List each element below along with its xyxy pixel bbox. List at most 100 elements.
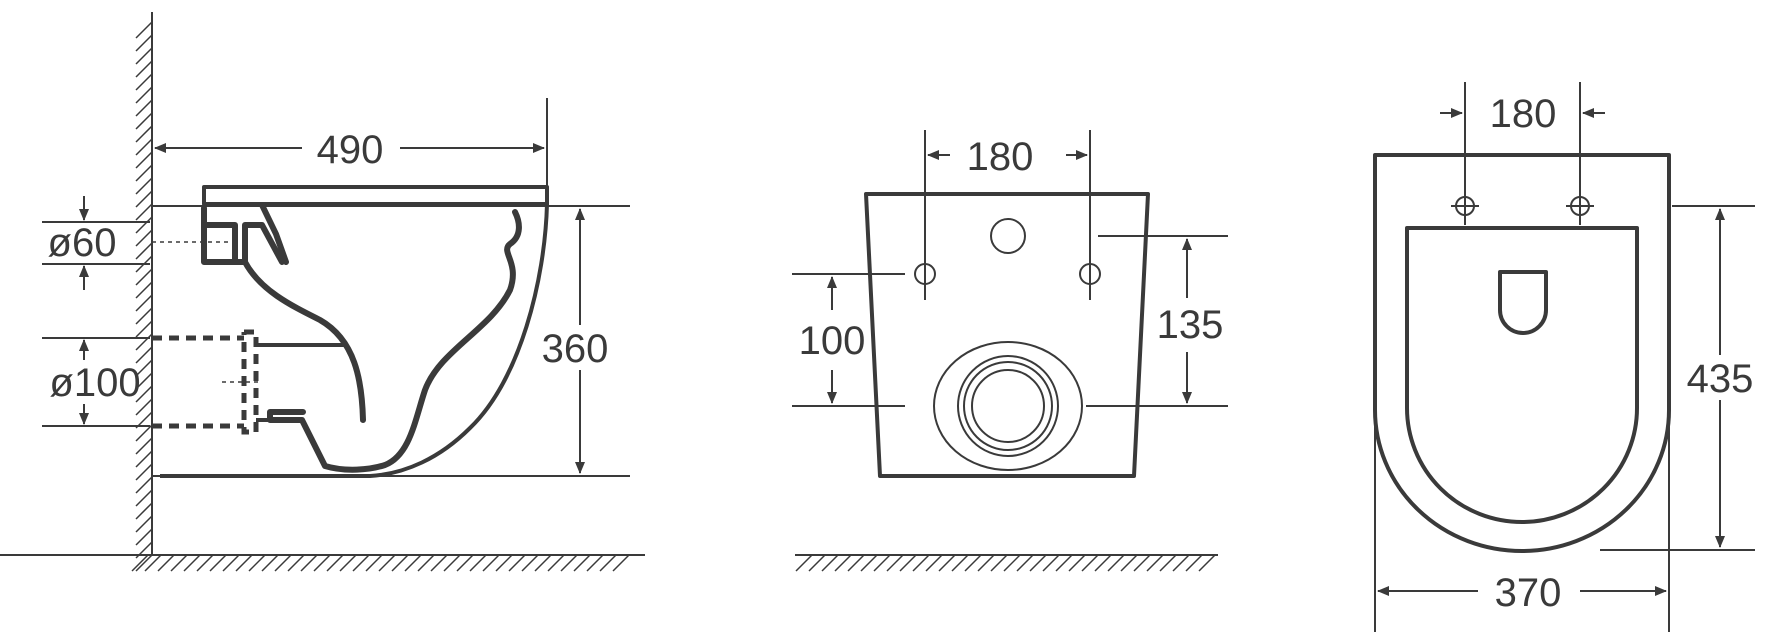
hatch-line	[300, 554, 318, 572]
drain-ring-inner	[963, 361, 1053, 451]
hatch-line	[417, 554, 435, 572]
inlet-height-label: 135	[1157, 303, 1224, 347]
bolt-spacing-back-label: 180	[967, 135, 1034, 179]
hatch-line	[135, 502, 153, 520]
hatch-line	[599, 554, 617, 572]
hatch-line	[352, 554, 370, 572]
hatch-line	[135, 489, 153, 507]
hatch-line	[834, 554, 852, 572]
hatch-line	[135, 424, 153, 442]
top-outer-outline	[1373, 153, 1671, 553]
hatch-line	[274, 554, 292, 572]
hatch-line	[135, 86, 153, 104]
hatch-line	[1081, 554, 1099, 572]
hatch-line	[1042, 554, 1060, 572]
hatch-line	[135, 164, 153, 182]
hatch-line	[860, 554, 878, 572]
hatch-line	[135, 320, 153, 338]
hatch-line	[135, 177, 153, 195]
dimension-width: 370	[1374, 412, 1670, 632]
dimension-bolt-spacing-top: 180	[1440, 82, 1605, 225]
hatch-line	[951, 554, 969, 572]
top-inner-seat	[1405, 226, 1639, 524]
drain-outlet-dashed	[152, 329, 259, 435]
inlet-diameter-label: ø60	[48, 221, 117, 265]
dimension-bolt-spacing-back: 180	[924, 130, 1091, 300]
hatch-line	[456, 554, 474, 572]
hatch-line	[847, 554, 865, 572]
hatch-line	[795, 554, 813, 572]
hatch-line	[612, 554, 630, 572]
height-label: 360	[542, 327, 609, 371]
hatch-line	[547, 554, 565, 572]
hatch-line	[135, 203, 153, 221]
hatch-line	[990, 554, 1008, 572]
hatch-line	[261, 554, 279, 572]
hatch-line	[135, 73, 153, 91]
hatch-line	[183, 554, 201, 572]
hatch-line	[135, 242, 153, 260]
hatch-line	[938, 554, 956, 572]
hatch-line	[135, 398, 153, 416]
hatch-line	[135, 307, 153, 325]
hatch-line	[495, 554, 513, 572]
hatch-line	[1146, 554, 1164, 572]
side-view: 490 360 ø60 ø100	[0, 12, 645, 572]
floor-hatching	[131, 554, 630, 572]
dimension-drain-diameter: ø100	[42, 337, 150, 427]
hatch-line	[521, 554, 539, 572]
hatch-line	[248, 554, 266, 572]
hatch-line	[808, 554, 826, 572]
hatch-line	[508, 554, 526, 572]
drain-diameter-label: ø100	[49, 361, 140, 405]
floor-back	[795, 554, 1218, 572]
hatch-line	[209, 554, 227, 572]
hatch-line	[925, 554, 943, 572]
hatch-line	[1120, 554, 1138, 572]
hatch-line	[135, 346, 153, 364]
length-label: 435	[1687, 357, 1754, 401]
width-label: 370	[1495, 571, 1562, 615]
hatch-line	[1068, 554, 1086, 572]
hatch-line	[391, 554, 409, 572]
hatch-line	[135, 359, 153, 377]
hatch-line	[135, 281, 153, 299]
hatch-line	[135, 385, 153, 403]
hatch-line	[135, 229, 153, 247]
hatch-line	[1133, 554, 1151, 572]
hatch-line	[144, 554, 162, 572]
hatch-line	[964, 554, 982, 572]
hatch-line	[1094, 554, 1112, 572]
bowl-outer-profile	[160, 203, 549, 478]
hatch-line	[899, 554, 917, 572]
hatch-line	[135, 372, 153, 390]
hatch-line	[886, 554, 904, 572]
hatch-line	[135, 99, 153, 117]
hatch-line	[339, 554, 357, 572]
hatch-line	[1016, 554, 1034, 572]
hatch-line	[135, 112, 153, 130]
hatch-line	[430, 554, 448, 572]
hatch-line	[404, 554, 422, 572]
flush-slot	[1498, 270, 1548, 335]
hatch-line	[235, 554, 253, 572]
hatch-line	[135, 528, 153, 546]
hatch-line	[1055, 554, 1073, 572]
hatch-line	[157, 554, 175, 572]
hatch-line	[873, 554, 891, 572]
hatch-line	[326, 554, 344, 572]
water-inlet-hole	[990, 218, 1026, 254]
hatch-line	[586, 554, 604, 572]
hatch-line	[135, 34, 153, 52]
hatch-line	[135, 21, 153, 39]
floor-hatching	[795, 554, 1216, 572]
hatch-line	[135, 190, 153, 208]
drain-outer	[933, 341, 1083, 471]
floor-side	[0, 554, 645, 572]
seat-hinge	[259, 202, 289, 265]
bolt-spacing-top-label: 180	[1490, 92, 1557, 136]
drain-hole	[971, 369, 1045, 443]
hatch-line	[1172, 554, 1190, 572]
hatch-line	[443, 554, 461, 572]
depth-label: 490	[317, 128, 384, 172]
